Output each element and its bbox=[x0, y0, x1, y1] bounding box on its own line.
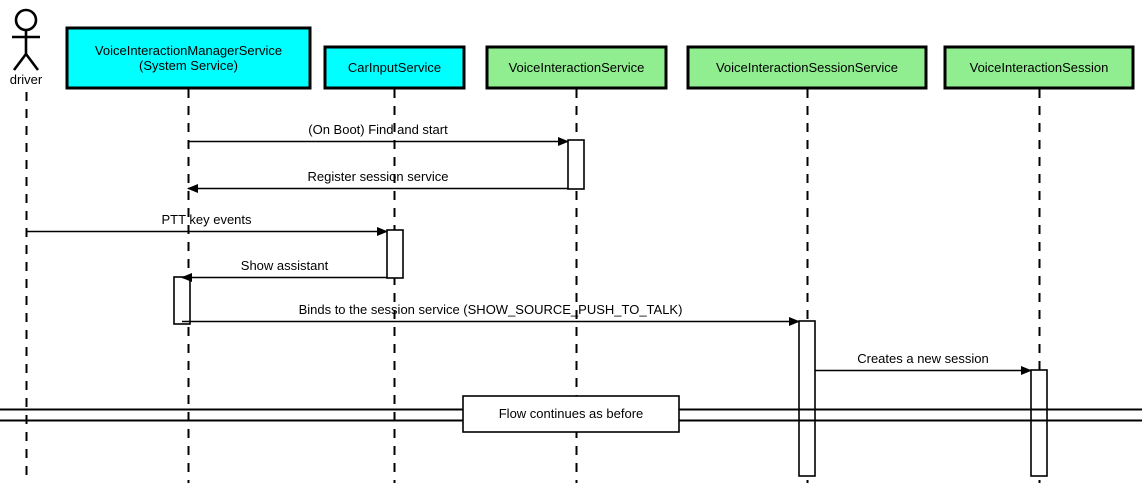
activation-bar-vims bbox=[173, 276, 191, 325]
activation-bar-vis bbox=[567, 139, 585, 190]
message-arrows-group bbox=[26, 137, 1032, 375]
actor-figure-group bbox=[12, 8, 40, 71]
participant-box-vsession[interactable] bbox=[943, 45, 1135, 90]
participant-box-viss[interactable] bbox=[686, 45, 928, 90]
participant-box-carinput[interactable] bbox=[323, 45, 466, 90]
participant-box-vis[interactable] bbox=[485, 45, 668, 90]
divider-note-label: Flow continues as before bbox=[498, 406, 644, 421]
activation-bar-vsession bbox=[1030, 369, 1048, 477]
actor-head-icon bbox=[14, 8, 38, 32]
participant-box-vims[interactable] bbox=[65, 26, 312, 90]
actor-label-driver: driver bbox=[9, 72, 43, 87]
actor-left-leg-icon bbox=[12, 53, 28, 71]
activation-bar-carinput bbox=[386, 229, 404, 279]
participant-boxes-group bbox=[65, 26, 1135, 90]
actor-right-leg-icon bbox=[24, 53, 40, 71]
divider-note-box bbox=[462, 395, 680, 433]
flow-divider-group bbox=[0, 395, 1142, 433]
activation-bar-viss bbox=[798, 320, 816, 477]
